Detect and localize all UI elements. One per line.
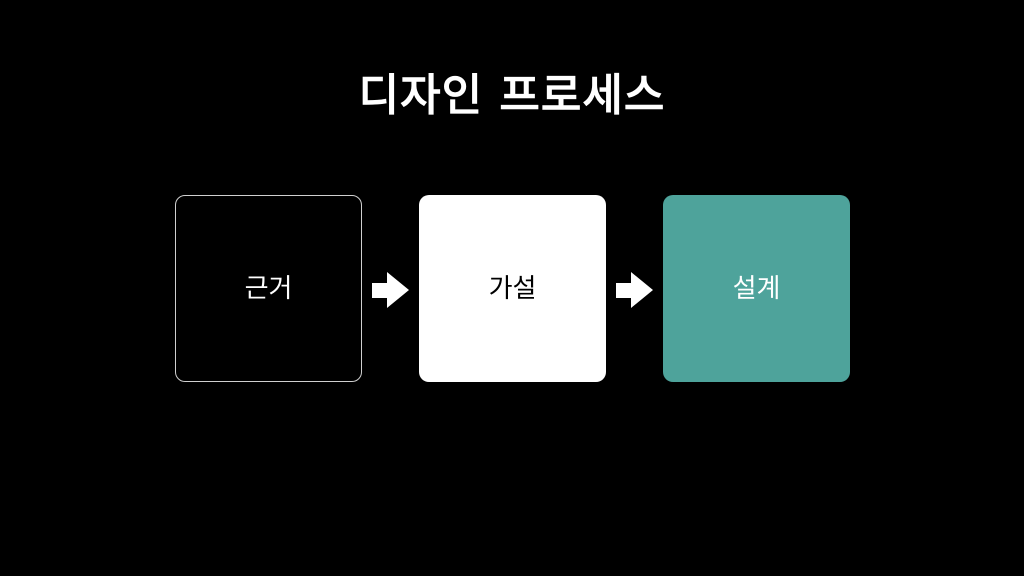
arrow-right-icon bbox=[372, 272, 409, 308]
step-box-design: 설계 bbox=[663, 195, 850, 382]
page-title: 디자인 프로세스 bbox=[358, 70, 666, 121]
step-label: 가설 bbox=[488, 273, 537, 304]
step-box-hypothesis: 가설 bbox=[419, 195, 606, 382]
step-box-evidence: 근거 bbox=[175, 195, 362, 382]
arrow-right-icon bbox=[616, 272, 653, 308]
step-label: 근거 bbox=[244, 273, 293, 304]
step-label: 설계 bbox=[732, 273, 781, 304]
